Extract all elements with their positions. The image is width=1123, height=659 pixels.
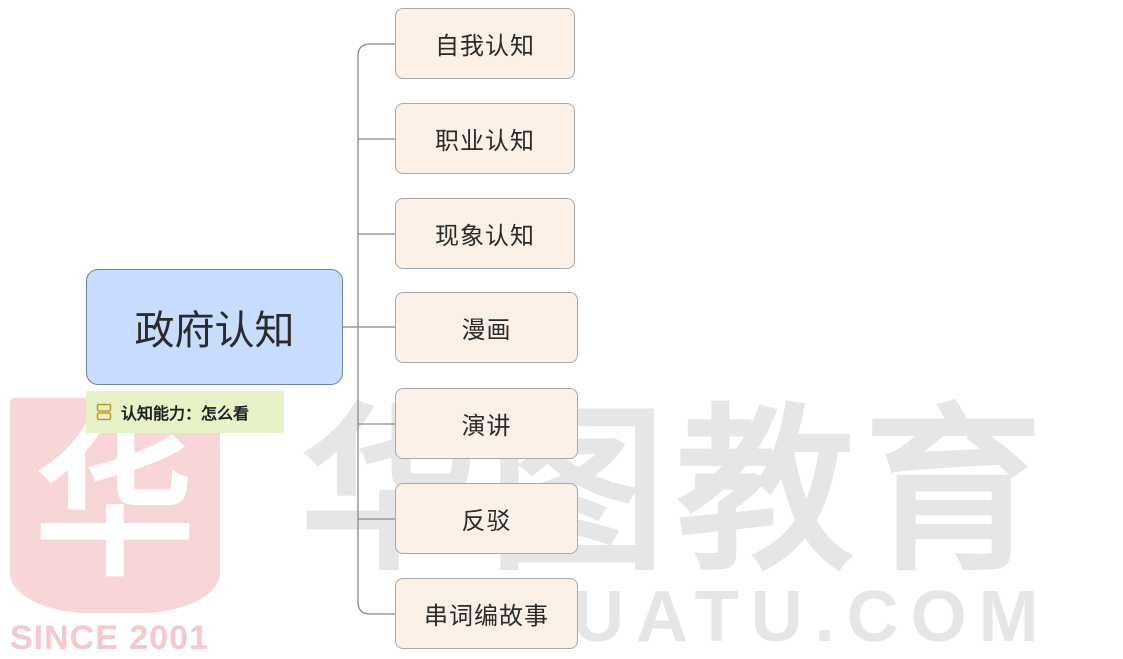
topic-note[interactable]: 认知能力：怎么看 bbox=[86, 391, 284, 433]
subtopic-label: 现象认知 bbox=[435, 222, 535, 250]
subtopic-story-linking[interactable]: 串词编故事 bbox=[395, 578, 578, 649]
subtopic-label: 自我认知 bbox=[435, 32, 535, 60]
branch-connector bbox=[357, 43, 395, 615]
subtopic-comic[interactable]: 漫画 bbox=[395, 292, 578, 363]
subtopic-label: 演讲 bbox=[461, 412, 512, 440]
topic-note-text: 认知能力：怎么看 bbox=[121, 404, 250, 423]
subtopic-label: 反驳 bbox=[461, 507, 512, 535]
root-topic-label: 政府认知 bbox=[134, 308, 295, 354]
watermark-logo-glyph: 华 bbox=[34, 412, 195, 599]
root-topic[interactable]: 政府认知 bbox=[86, 269, 343, 385]
subtopic-speech[interactable]: 演讲 bbox=[395, 388, 578, 459]
subtopic-label: 漫画 bbox=[461, 316, 512, 344]
watermark-logo: 华 bbox=[10, 398, 220, 613]
subtopic-label: 串词编故事 bbox=[424, 602, 549, 630]
watermark-domain: UATU.COM bbox=[572, 577, 1051, 657]
subtopic-rebuttal[interactable]: 反驳 bbox=[395, 483, 578, 554]
watermark-since: SINCE 2001 bbox=[10, 619, 209, 657]
subtopic-career-cognition[interactable]: 职业认知 bbox=[395, 103, 575, 174]
subtopic-label: 职业认知 bbox=[435, 127, 535, 155]
subtopic-self-cognition[interactable]: 自我认知 bbox=[395, 8, 575, 79]
subtopic-phenomenon-cognition[interactable]: 现象认知 bbox=[395, 198, 575, 269]
note-list-icon bbox=[96, 403, 112, 421]
